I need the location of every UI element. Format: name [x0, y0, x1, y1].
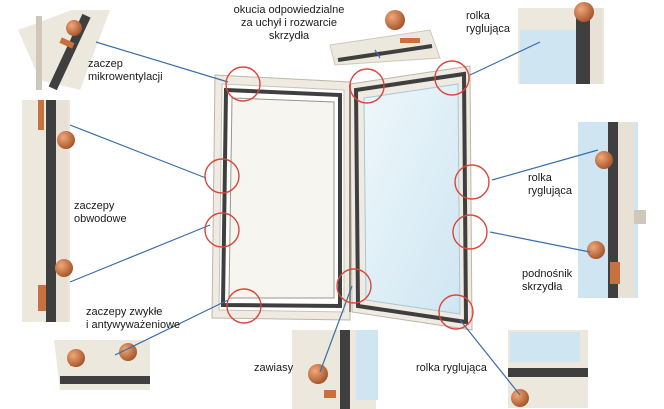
leader-lines [69, 41, 599, 396]
callout-hinge [336, 268, 372, 304]
inset-sash-hardware [329, 10, 441, 66]
callout-bottom-left [226, 288, 262, 324]
callout-right-upper [454, 164, 490, 200]
label-roller-top: rolka ryglująca [466, 10, 511, 35]
label-regular-catches: zaczepy zwykłe i antywyważeniowe [86, 306, 181, 331]
inset-right-edge [578, 122, 646, 298]
inset-roller-bottom [508, 330, 588, 408]
callout-bottom-right [438, 294, 474, 330]
window-frame [211, 74, 351, 321]
label-sash-hardware: okucia odpowiedzialne za uchył i rozwarc… [233, 4, 345, 42]
inset-roller-top [518, 2, 604, 84]
callout-top-left [225, 66, 261, 102]
callout-top-right [434, 60, 470, 96]
label-roller-bottom: rolka ryglująca [416, 362, 487, 374]
inset-regular-catches [54, 340, 150, 390]
label-sash-lifter: podnośnik skrzydła [522, 268, 573, 293]
open-sash [349, 65, 473, 331]
label-microvent-catch: zaczep mikrowentylacji [88, 58, 163, 83]
callout-top-middle [349, 68, 385, 104]
inset-microvent [18, 10, 110, 91]
inset-perimeter [22, 100, 75, 322]
callout-right-lower [452, 214, 488, 250]
label-hinges: zawiasy [254, 362, 294, 374]
callout-circles [204, 60, 490, 330]
label-roller-right: rolka ryglująca [528, 172, 573, 197]
callout-left-upper [204, 158, 240, 194]
inset-hinges [292, 330, 378, 409]
callout-left-lower [204, 212, 240, 248]
label-perimeter-catches: zaczepy obwodowe [74, 200, 127, 225]
